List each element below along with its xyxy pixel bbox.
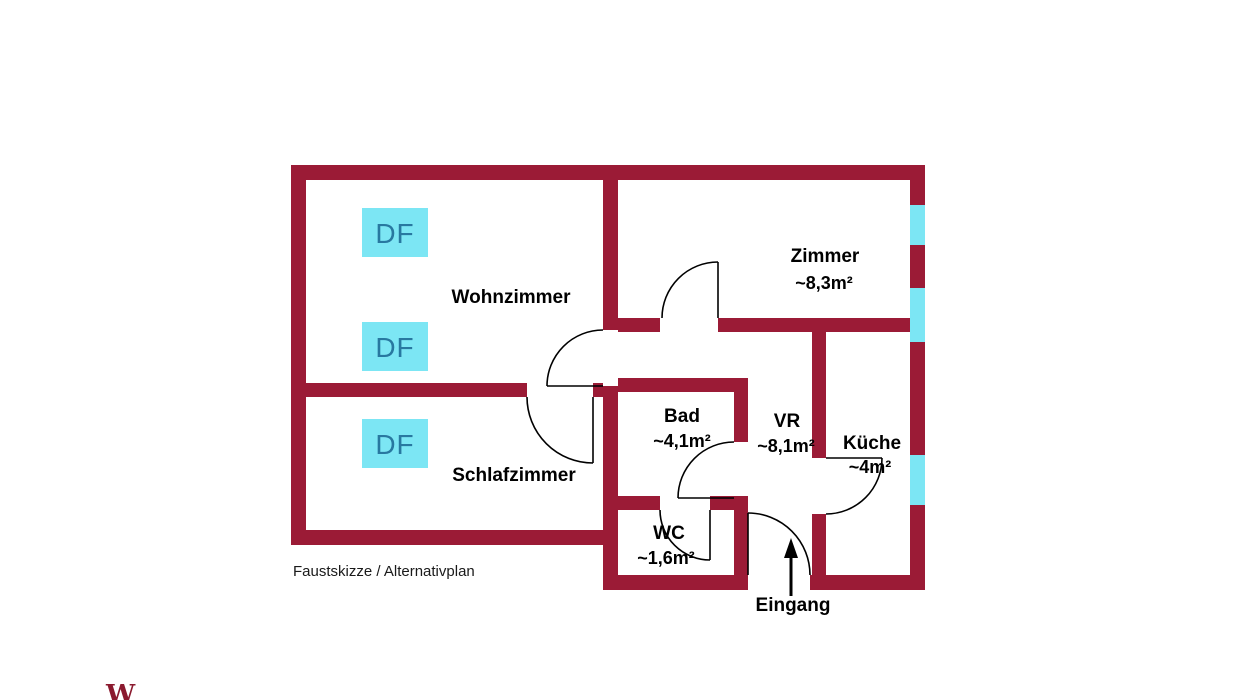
wall-vr-kueche-lower bbox=[812, 514, 826, 575]
walls bbox=[291, 165, 925, 590]
wall-bottom-right-of-entrance bbox=[810, 575, 925, 590]
doors bbox=[526, 261, 883, 576]
wall-wc-top-right bbox=[710, 496, 748, 510]
roof-window-label-1: DF bbox=[375, 218, 414, 249]
windows bbox=[910, 205, 925, 505]
wall-right-seg-4 bbox=[910, 505, 925, 575]
roof-window-box-2 bbox=[362, 322, 428, 371]
room-area-wc: ~1,6m² bbox=[637, 548, 695, 568]
wall-right-seg-1 bbox=[910, 180, 925, 205]
wall-bottom-left-of-entrance bbox=[603, 575, 748, 590]
room-label-schlafzimmer: Schlafzimmer bbox=[452, 465, 576, 486]
room-area-kueche: ~4m² bbox=[849, 457, 892, 477]
door-arc-zimmer bbox=[661, 261, 719, 319]
entrance-arrow-head bbox=[784, 538, 798, 558]
door-arc-schlafzimmer bbox=[526, 396, 594, 464]
room-area-bad: ~4,1m² bbox=[653, 431, 711, 451]
wall-schlafzimmer-divider-stub bbox=[593, 383, 603, 397]
wall-bad-right-upper bbox=[734, 378, 748, 442]
wall-left-block-bottom bbox=[291, 530, 618, 545]
wall-left bbox=[291, 180, 306, 545]
room-area-vr: ~8,1m² bbox=[757, 436, 815, 456]
room-label-kueche: Küche bbox=[843, 433, 901, 454]
watermark-letter: W bbox=[105, 680, 136, 700]
entrance-arrow bbox=[784, 538, 798, 596]
wall-schlafzimmer-divider-left bbox=[306, 383, 527, 397]
roof-window-box-1 bbox=[362, 208, 428, 257]
door-arc-wc bbox=[659, 509, 711, 561]
door-arc-bad bbox=[677, 441, 735, 499]
wall-wc-top-left bbox=[618, 496, 660, 510]
wall-top bbox=[291, 165, 925, 180]
window-kueche bbox=[910, 455, 925, 505]
wall-middle-upper bbox=[603, 180, 618, 330]
wall-right-seg-2 bbox=[910, 245, 925, 288]
room-labels: Wohnzimmer Schlafzimmer Zimmer ~8,3m² Ba… bbox=[452, 246, 902, 616]
wall-vr-kueche-upper bbox=[812, 332, 826, 458]
room-area-zimmer: ~8,3m² bbox=[795, 273, 853, 293]
entrance-label: Eingang bbox=[756, 595, 831, 616]
wall-bad-top bbox=[618, 378, 748, 392]
door-arc-eingang bbox=[747, 512, 811, 576]
door-arc-kueche bbox=[825, 457, 883, 515]
room-label-bad: Bad bbox=[664, 406, 700, 427]
wall-right-seg-3 bbox=[910, 342, 925, 455]
wall-zimmer-bottom bbox=[718, 318, 910, 332]
wall-zimmer-bottom-stub bbox=[618, 318, 660, 332]
wall-bad-right-lower bbox=[734, 498, 748, 575]
roof-window-label-3: DF bbox=[375, 429, 414, 460]
room-label-zimmer: Zimmer bbox=[791, 246, 860, 267]
plan-caption: Faustskizze / Alternativplan bbox=[293, 563, 475, 580]
roof-windows: DF DF DF bbox=[362, 208, 428, 468]
roof-window-box-3 bbox=[362, 419, 428, 468]
window-zimmer-1 bbox=[910, 205, 925, 245]
room-label-vr: VR bbox=[774, 411, 801, 432]
wall-middle-lower bbox=[603, 386, 618, 590]
room-label-wohnzimmer: Wohnzimmer bbox=[452, 287, 572, 308]
roof-window-label-2: DF bbox=[375, 332, 414, 363]
room-label-wc: WC bbox=[653, 523, 685, 544]
door-arc-wohnzimmer bbox=[546, 329, 604, 387]
window-zimmer-2 bbox=[910, 288, 925, 342]
